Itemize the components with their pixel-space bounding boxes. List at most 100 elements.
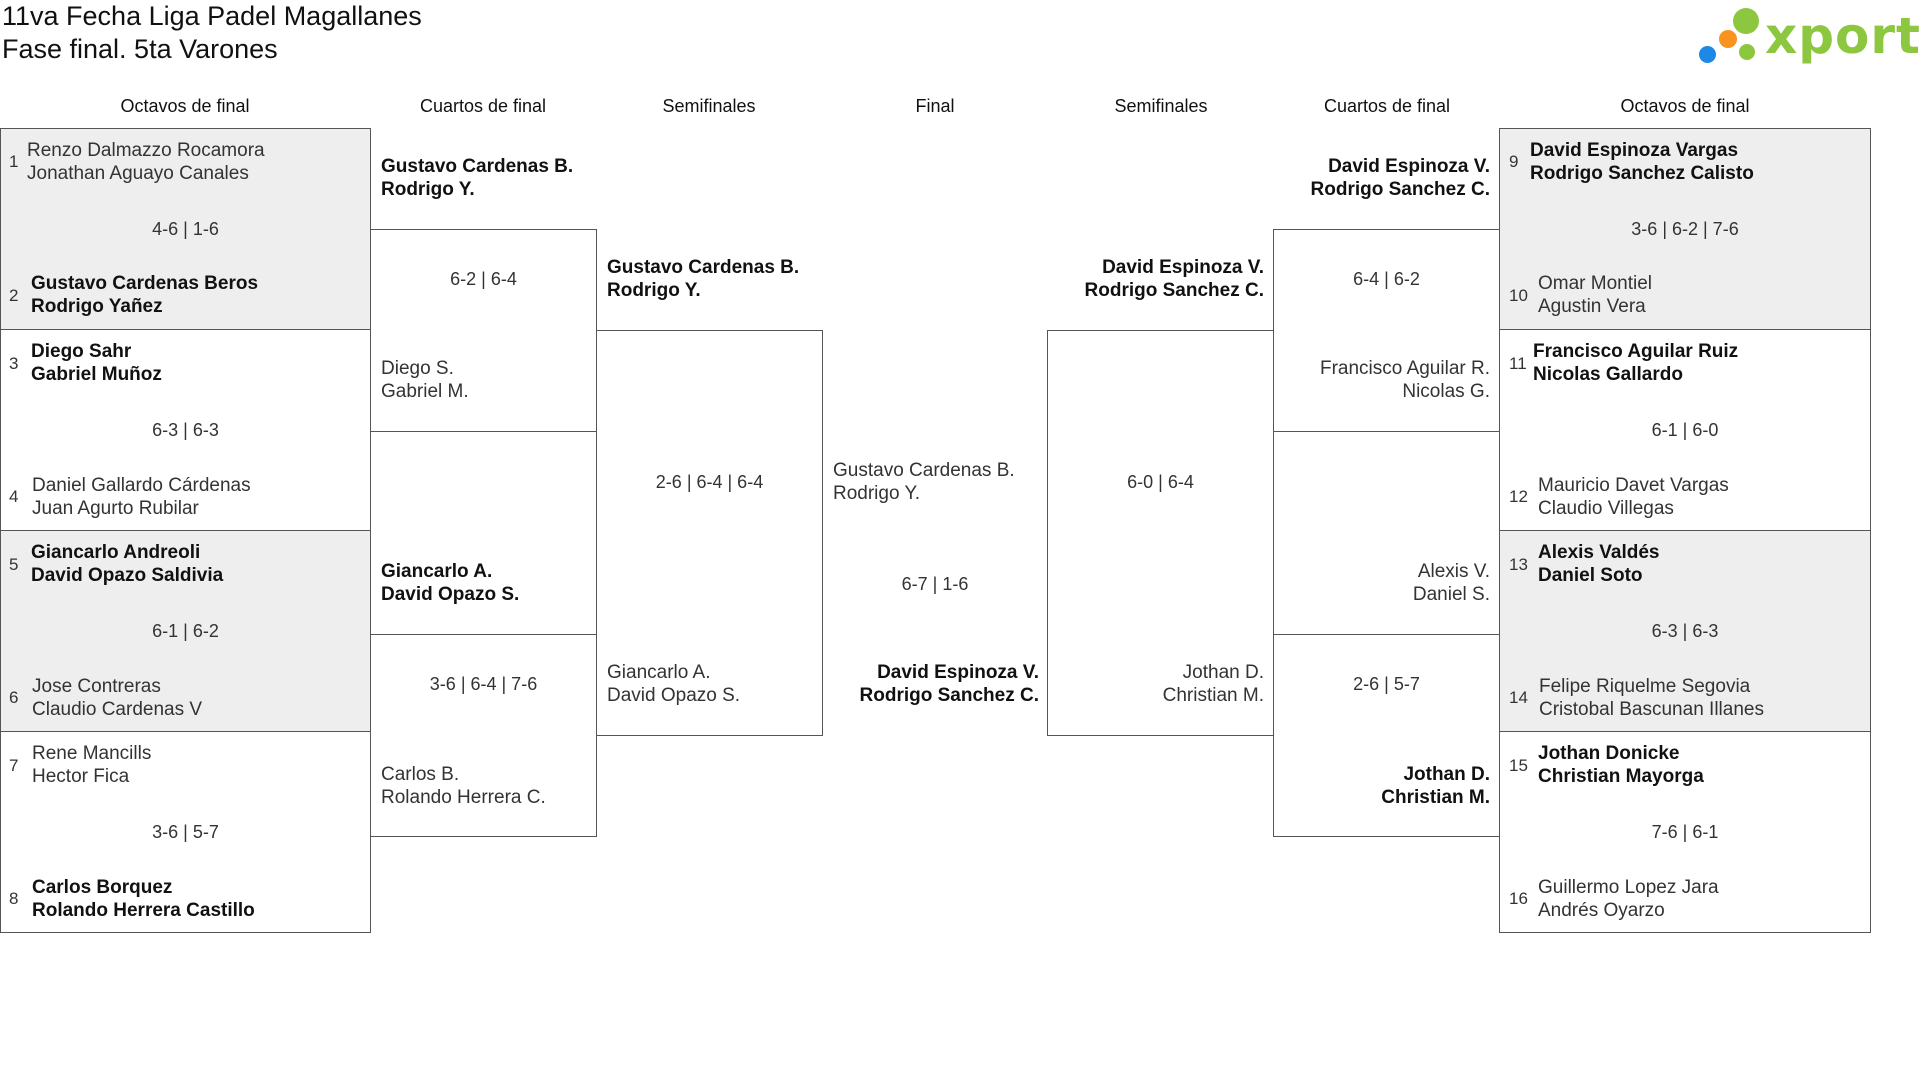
player-name: David Opazo S.: [607, 685, 741, 706]
qf-left-1-loser: Diego S. Gabriel M.: [381, 357, 469, 403]
seed-number: 5: [9, 555, 19, 574]
seed-number: 1: [9, 152, 19, 171]
player-name: David Espinoza V.: [877, 662, 1039, 683]
player-name: Jothan D.: [1403, 764, 1490, 785]
player-name: Christian Mayorga: [1538, 766, 1704, 787]
team-names-winner: Gustavo Cardenas Beros Rodrigo Yañez: [31, 272, 258, 318]
player-name: Christian M.: [1162, 685, 1264, 706]
team-names: Mauricio Davet Vargas Claudio Villegas: [1538, 474, 1729, 520]
header-right-semifinales: Semifinales: [1114, 96, 1208, 116]
player-name: David Opazo S.: [381, 584, 520, 605]
player-name: Gustavo Cardenas B.: [833, 460, 1015, 481]
player-name: Gustavo Cardenas B.: [607, 257, 800, 278]
logo-dot-blue: [1699, 46, 1716, 63]
logo-dot-orange: [1719, 30, 1737, 48]
qf-left-2-loser: Carlos B. Rolando Herrera C.: [381, 763, 546, 809]
header-right-octavos: Octavos de final: [1620, 96, 1750, 116]
player-name: David Espinoza V.: [1328, 156, 1490, 177]
seed-number: 16: [1509, 889, 1528, 908]
match-score: 2-6 | 6-4 | 6-4: [655, 472, 764, 492]
seed-number: 2: [9, 286, 19, 305]
team-names-winner: Giancarlo Andreoli David Opazo Saldivia: [31, 541, 223, 587]
match-score: 6-4 | 6-2: [1353, 269, 1420, 289]
qf-right-1-loser: Francisco Aguilar R. Nicolas G.: [1274, 357, 1490, 403]
player-name: Daniel Gallardo Cárdenas: [32, 475, 251, 496]
r16-left-match-1: [0, 128, 371, 330]
match-score: 6-2 | 6-4: [450, 269, 517, 289]
qf-right-1-winner: David Espinoza V. Rodrigo Sanchez C.: [1274, 155, 1490, 201]
player-name: Renzo Dalmazzo Rocamora: [27, 140, 265, 161]
player-name: David Espinoza V.: [1102, 257, 1264, 278]
player-name: Cristobal Bascunan Illanes: [1539, 699, 1764, 720]
final-score: 6-7 | 1-6: [901, 574, 969, 594]
qf-left-2-winner: Giancarlo A. David Opazo S.: [381, 560, 519, 606]
player-name: Diego Sahr: [31, 341, 132, 362]
player-name: Alexis V.: [1417, 561, 1490, 582]
seed-number: 11: [1509, 354, 1527, 373]
sf-right-loser: Jothan D. Christian M.: [1048, 661, 1264, 707]
team-names-winner: Diego Sahr Gabriel Muñoz: [31, 340, 162, 386]
match-score: 3-6 | 5-7: [152, 822, 219, 842]
header-left-cuartos: Cuartos de final: [419, 96, 547, 116]
qf-right-2-winner: Jothan D. Christian M.: [1274, 763, 1490, 809]
player-name: Nicolas Gallardo: [1533, 364, 1683, 385]
player-name: Gabriel Muñoz: [31, 364, 162, 385]
team-names: Jose Contreras Claudio Cardenas V: [32, 675, 202, 721]
team-names-winner: Jothan Donicke Christian Mayorga: [1538, 742, 1704, 788]
player-name: Rodrigo Sanchez C.: [1310, 179, 1490, 200]
player-name: Rodrigo Yañez: [31, 296, 163, 317]
header-right-cuartos: Cuartos de final: [1323, 96, 1451, 116]
seed-number: 8: [9, 889, 19, 908]
final-team-a: Gustavo Cardenas B. Rodrigo Y.: [833, 459, 1015, 505]
seed-number: 13: [1509, 555, 1528, 574]
player-name: Gabriel M.: [381, 381, 469, 402]
final-team-b-winner: David Espinoza V. Rodrigo Sanchez C.: [822, 661, 1039, 707]
player-name: Daniel Soto: [1538, 565, 1643, 586]
player-name: Juan Agurto Rubilar: [32, 498, 199, 519]
player-name: Rodrigo Sanchez C.: [859, 685, 1039, 706]
player-name: Jonathan Aguayo Canales: [27, 163, 249, 184]
match-score: 3-6 | 6-2 | 7-6: [1631, 219, 1739, 239]
seed-number: 6: [9, 688, 19, 707]
seed-number: 4: [9, 487, 19, 506]
header-final: Final: [915, 96, 955, 116]
player-name: Omar Montiel: [1538, 273, 1653, 294]
match-score: 2-6 | 5-7: [1353, 674, 1420, 694]
logo-dot-green: [1733, 8, 1759, 34]
player-name: Jose Contreras: [32, 676, 161, 697]
player-name: Nicolas G.: [1402, 381, 1490, 402]
player-name: Rodrigo Y.: [381, 179, 475, 200]
team-names: Daniel Gallardo Cárdenas Juan Agurto Rub…: [32, 474, 251, 520]
player-name: Claudio Cardenas V: [32, 699, 203, 720]
r16-left-match-3: [0, 530, 371, 732]
match-score: 3-6 | 6-4 | 7-6: [429, 674, 538, 694]
player-name: Gustavo Cardenas B.: [381, 156, 574, 177]
team-names-winner: Carlos Borquez Rolando Herrera Castillo: [32, 876, 255, 922]
player-name: Rene Mancills: [32, 743, 152, 764]
seed-number: 9: [1509, 152, 1519, 171]
player-name: Mauricio Davet Vargas: [1538, 475, 1729, 496]
player-name: Rodrigo Y.: [607, 280, 701, 301]
team-names: Felipe Riquelme Segovia Cristobal Bascun…: [1539, 675, 1764, 721]
seed-number: 15: [1509, 756, 1528, 775]
match-score: 6-0 | 6-4: [1127, 472, 1194, 492]
header-left-semifinales: Semifinales: [662, 96, 756, 116]
player-name: Andrés Oyarzo: [1538, 900, 1665, 921]
match-score: 7-6 | 6-1: [1651, 822, 1719, 842]
player-name: Christian M.: [1381, 787, 1490, 808]
team-names: Guillermo Lopez Jara Andrés Oyarzo: [1538, 876, 1719, 922]
player-name: Francisco Aguilar R.: [1319, 358, 1490, 379]
player-name: Rodrigo Sanchez Calisto: [1530, 163, 1754, 184]
player-name: Guillermo Lopez Jara: [1538, 877, 1719, 898]
seed-number: 10: [1509, 286, 1528, 305]
qf-left-1-winner: Gustavo Cardenas B. Rodrigo Y.: [381, 155, 573, 201]
player-name: Gustavo Cardenas Beros: [31, 273, 259, 294]
player-name: Rodrigo Sanchez C.: [1084, 280, 1264, 301]
match-score: 4-6 | 1-6: [152, 219, 219, 239]
team-names-winner: Francisco Aguilar Ruiz Nicolas Gallardo: [1533, 340, 1738, 386]
player-name: Giancarlo A.: [381, 561, 493, 582]
seed-number: 12: [1509, 487, 1528, 506]
team-names-winner: David Espinoza Vargas Rodrigo Sanchez Ca…: [1530, 139, 1754, 185]
xporty-logo: xporty: [1695, 4, 1920, 68]
sf-left-winner: Gustavo Cardenas B. Rodrigo Y.: [607, 256, 799, 302]
